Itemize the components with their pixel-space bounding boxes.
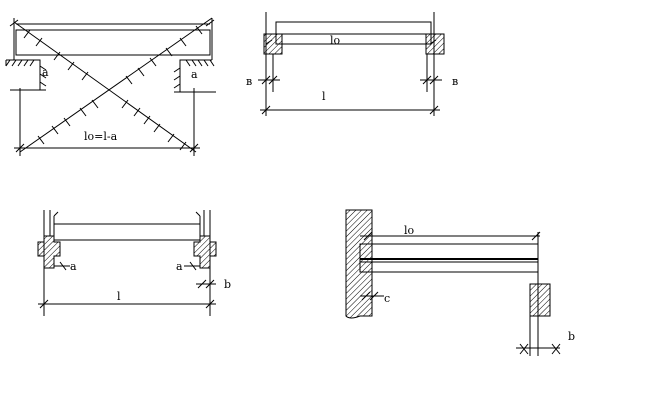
fig2-right-support xyxy=(425,33,445,55)
fig1-label-a-right: a xyxy=(191,68,198,81)
fig2-label-l: l xyxy=(322,90,326,103)
fig2-label-b-left: в xyxy=(246,75,252,88)
figure-4 xyxy=(345,209,561,356)
fig1-beam xyxy=(15,29,211,56)
fig3-label-a-left: a xyxy=(70,260,77,273)
fig4-label-b: b xyxy=(568,330,575,343)
fig1-left-support xyxy=(6,59,41,90)
fig3-left-support xyxy=(37,235,61,269)
fig3-label-l: l xyxy=(117,290,121,303)
figure-1 xyxy=(5,17,216,156)
fig1-label-lo: lo=l-a xyxy=(84,130,118,143)
fig3-beam xyxy=(53,223,201,241)
fig4-column xyxy=(529,283,551,317)
fig4-label-lo: lo xyxy=(404,224,415,237)
figure-3 xyxy=(37,210,217,316)
fig2-beam-top xyxy=(275,21,432,35)
fig4-label-c: c xyxy=(384,292,390,305)
figure-2 xyxy=(258,12,445,116)
fig2-label-b-right: в xyxy=(452,75,458,88)
fig3-label-a-right: a xyxy=(176,260,183,273)
fig1-label-a-left: a xyxy=(42,66,49,79)
fig2-label-lo: lo xyxy=(330,34,341,47)
fig1-diagonal-2 xyxy=(19,17,213,153)
fig1-diagonal-1 xyxy=(13,21,197,153)
fig4-wall xyxy=(345,209,373,319)
fig3-right-support xyxy=(193,235,217,269)
fig3-label-b: b xyxy=(224,278,231,291)
fig1-right-support xyxy=(179,59,212,92)
fig2-beam-bottom xyxy=(275,33,432,45)
